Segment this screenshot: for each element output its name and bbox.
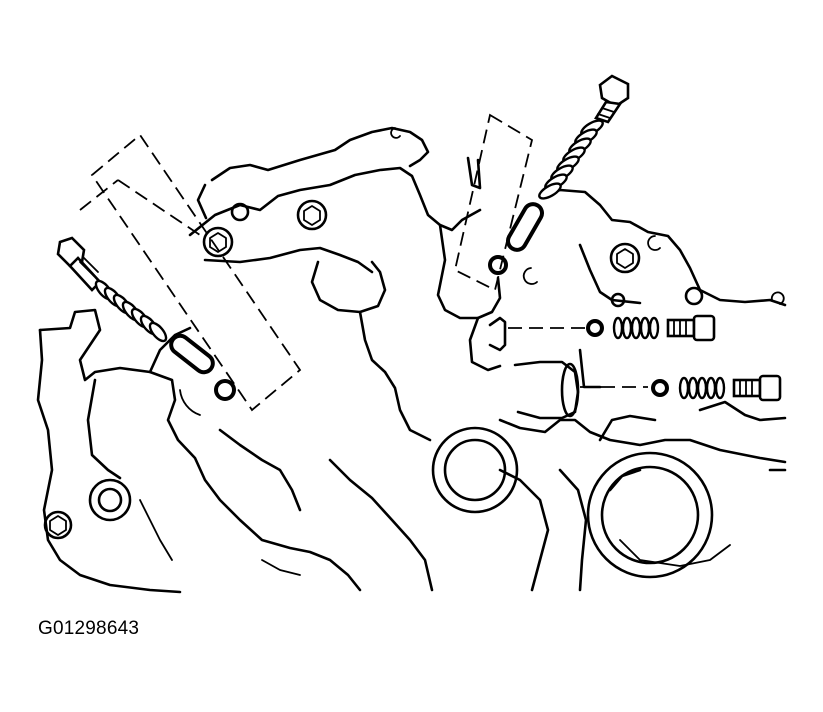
left-oval-seal xyxy=(169,333,215,375)
upper-oval-seal xyxy=(506,202,544,252)
left-spring xyxy=(94,279,168,343)
left-plug-bolt xyxy=(56,236,102,292)
valve-body-ports xyxy=(488,316,580,420)
right-lower-spring xyxy=(678,376,726,400)
upper-plug-bolt xyxy=(594,74,630,124)
upper-check-ball xyxy=(488,255,508,275)
right-lower-check-ball xyxy=(651,379,669,397)
right-upper-check-ball xyxy=(586,319,604,337)
case-bores xyxy=(88,426,714,579)
dashed-callout-boxes xyxy=(79,113,534,412)
right-lower-plug-bolt xyxy=(732,374,782,402)
upper-valve-assembly xyxy=(466,74,630,275)
right-upper-plug-bolt xyxy=(666,314,716,342)
right-upper-spring xyxy=(612,316,660,340)
transmission-case xyxy=(36,126,787,594)
left-check-ball xyxy=(214,379,236,401)
upper-spring xyxy=(538,119,604,200)
figure-id-label: G01298643 xyxy=(38,618,140,639)
case-bolts xyxy=(43,127,785,540)
left-valve-assembly xyxy=(56,236,236,416)
right-valve-assembly-lower xyxy=(578,348,782,402)
right-valve-assembly-upper xyxy=(508,314,716,342)
